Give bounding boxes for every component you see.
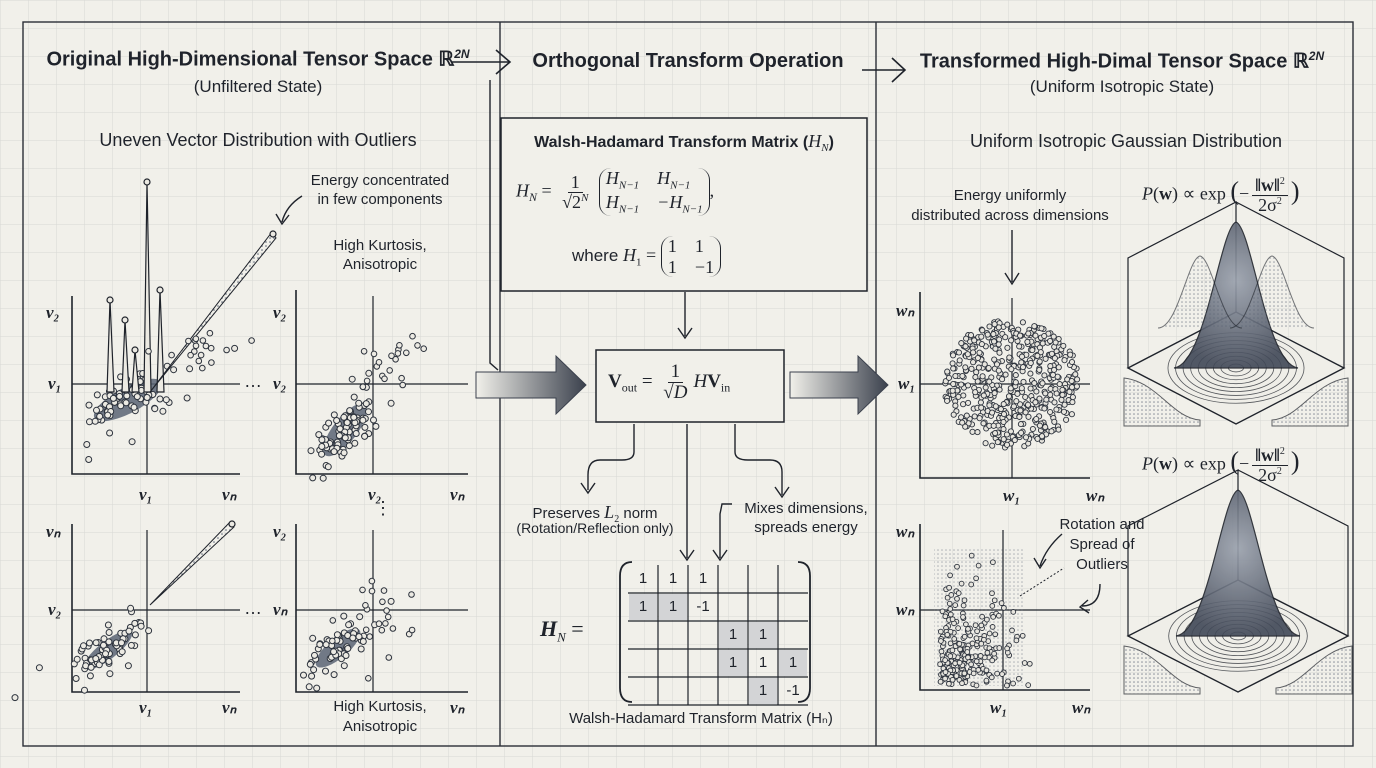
mixes-dimensions-line2: spreads energy [754, 519, 858, 536]
rplot2-xtick: w₁ [990, 698, 1008, 717]
matrix-cell: 1 [638, 598, 648, 615]
matrix-cell-shade [779, 650, 807, 676]
plot4-xlabel: vₙ [450, 698, 465, 717]
hadamard-matrix-grid [619, 561, 811, 706]
kurtosis-annotation-top-line2: Anisotropic [342, 256, 418, 273]
plot2-xlabel: vₙ [450, 485, 465, 504]
rplot1-ylabel: wₙ [896, 301, 915, 320]
flow-arrow-right [789, 354, 889, 416]
plot2-xtick: v₂ [368, 485, 382, 504]
title-arrow-left [452, 49, 512, 75]
kurtosis-annotation-bottom-line2: Anisotropic [342, 718, 418, 735]
rotation-line3: Outliers [1076, 556, 1128, 573]
outer-frame [22, 21, 1354, 747]
gaussian-surface-top [1123, 201, 1349, 427]
matrix-cell-shade [749, 622, 777, 648]
plot4-ytick: vₙ [273, 600, 288, 619]
matrix-cell: 1 [668, 598, 678, 615]
ellipsis-top: … [244, 371, 262, 391]
plot3-ytick: v₂ [48, 600, 62, 619]
title-arrow-right [862, 57, 907, 83]
plot1-ylabel: v₂ [46, 303, 60, 322]
gaussian-surface-bottom [1123, 469, 1353, 695]
matrix-cell: 1 [788, 654, 798, 671]
matrix-cell: -1 [786, 682, 800, 699]
rplot2-xlabel: wₙ [1072, 698, 1091, 717]
plot4-ylabel: v₂ [273, 522, 287, 541]
scatter-plot-2 [295, 290, 468, 482]
connector-line [489, 80, 499, 371]
rplot2-ytick: wₙ [896, 600, 915, 619]
matrix-label: HN = [540, 616, 584, 645]
rplot1-xlabel: wₙ [1086, 486, 1105, 505]
preserves-norm-line2: (Rotation/Reflection only) [516, 520, 674, 536]
scatter-plot-1 [71, 178, 277, 475]
preserves-norm-line1: Preserves L2 norm [532, 502, 658, 525]
box-down-arrow [677, 292, 693, 340]
matrix-cell-shade [629, 594, 657, 620]
hadamard-box-title: Walsh-Hadamard Transform Matrix (HN) [534, 131, 834, 155]
matrix-cell: 1 [638, 570, 648, 587]
mixes-connector [734, 424, 783, 495]
rotated-scatter-plot [919, 524, 1090, 691]
matrix-caption: Walsh-Hadamard Transform Matrix (Hₙ) [569, 710, 833, 727]
kurtosis-annotation-top-line1: High Kurtosis, [333, 237, 427, 254]
left-panel-subtitle: (Unfiltered State) [193, 77, 323, 96]
rplot1-ytick: w₁ [898, 374, 916, 393]
matrix-cell: 1 [728, 626, 738, 643]
matrix-cell-shade [749, 678, 777, 704]
matrix-cell-shade [719, 622, 747, 648]
matrix-cell: -1 [696, 598, 710, 615]
right-section-label: Uniform Isotropic Gaussian Distribution [969, 131, 1283, 151]
matrix-cell-shade [719, 650, 747, 676]
plot3-xlabel: vₙ [222, 698, 237, 717]
plot2-ytick: v₂ [273, 374, 287, 393]
matrix-cell: 1 [758, 654, 768, 671]
mixes-dimensions-line1: Mixes dimensions, [744, 500, 868, 517]
energy-annotation-line1: Energy concentrated [310, 172, 450, 189]
energy-uniform-line2: distributed across dimensions [911, 207, 1109, 224]
kurtosis-annotation-bottom-line1: High Kurtosis, [333, 698, 427, 715]
plot1-ytick: v₁ [48, 374, 62, 393]
energy-annotation-line2: in few components [317, 191, 443, 208]
rplot1-xtick: w₁ [1003, 486, 1021, 505]
plot3-ylabel: vₙ [46, 522, 61, 541]
scatter-plot-3 [11, 520, 240, 702]
energy-uniform-line1: Energy uniformly [953, 187, 1067, 204]
hadamard-recursive-formula: HN = 1√2N HN−1 HN−1 HN−1 −HN−1 , [516, 168, 715, 217]
plot3-xtick: v₁ [139, 698, 153, 717]
middle-panel-title: Orthogonal Transform Operation [532, 50, 844, 72]
matrix-cell: 1 [758, 682, 768, 699]
matrix-cell: 1 [758, 626, 768, 643]
matrix-cell: 1 [668, 570, 678, 587]
matrix-cell: 1 [728, 654, 738, 671]
vertical-ellipsis: ⋮ [374, 498, 392, 518]
right-panel-subtitle: (Uniform Isotropic State) [1029, 77, 1215, 96]
rotation-line2: Spread of [1069, 536, 1135, 553]
matrix-cell: 1 [698, 570, 708, 587]
vout-box [595, 349, 785, 423]
isotropic-scatter-plot [919, 292, 1090, 479]
flow-arrow-left [475, 354, 587, 416]
rplot2-ylabel: wₙ [896, 522, 915, 541]
hadamard-definition-box [500, 117, 868, 292]
preserves-connector [587, 424, 635, 490]
ellipsis-bottom: … [244, 598, 262, 618]
left-section-label: Uneven Vector Distribution with Outliers [99, 130, 417, 150]
matrix-cell-shade [659, 594, 687, 620]
plot1-xtick: v₁ [139, 485, 153, 504]
matrix-down-arrow [679, 424, 695, 562]
rotation-line1: Rotation and [1059, 516, 1145, 533]
left-panel-title: Original High-Dimensional Tensor Space ℝ… [46, 47, 470, 71]
plot2-ylabel: v₂ [273, 303, 287, 322]
plot1-xlabel: vₙ [222, 485, 237, 504]
scatter-plot-4 [295, 524, 468, 693]
right-panel-title: Transformed High-Dimal Tensor Space ℝ2N [919, 49, 1325, 73]
